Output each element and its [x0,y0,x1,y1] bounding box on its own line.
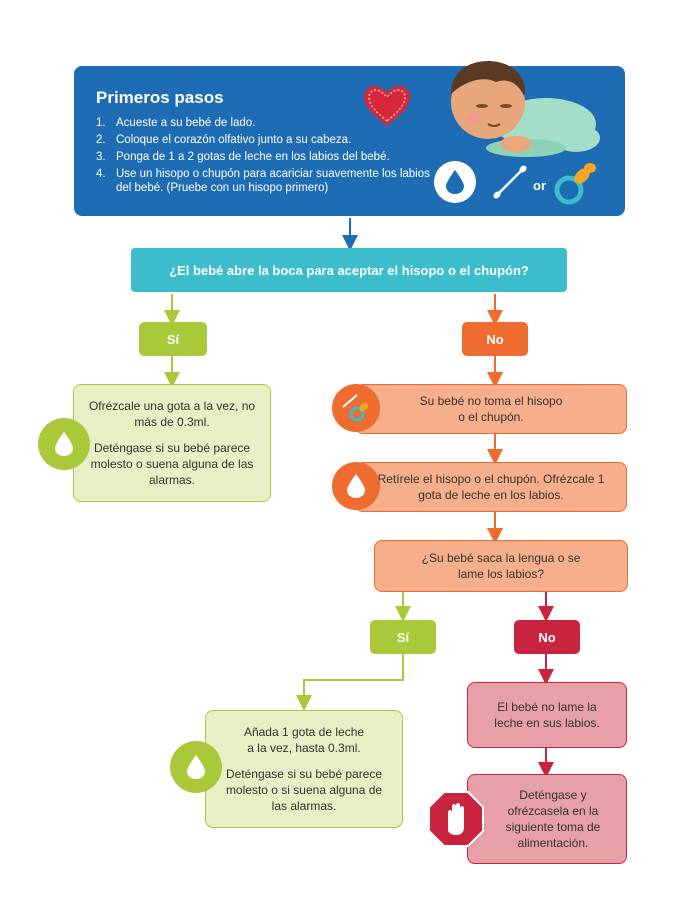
heart-icon [364,86,410,126]
offer-drop-box: Ofrézcale una gota a la vez, no más de 0… [73,384,271,502]
rejects-swab-text: Su bebé no toma el hisopo o el chupón. [419,394,563,424]
pacifier-icon [554,163,596,205]
step-number: 1. [96,117,106,129]
remove-swab-text: Retírele el hisopo o el chupón. Ofrézcal… [377,472,605,502]
no-lick-box: El bebé no lame la leche en sus labios. [467,682,627,748]
panel-title: Primeros pasos [96,88,224,107]
no-lick-text: El bebé no lame la leche en sus labios. [494,700,600,730]
remove-swab-box: Retírele el hisopo o el chupón. Ofrézcal… [355,462,627,512]
stop-offer-box: Deténgase y ofrézcasela en la siguiente … [467,774,627,864]
yes-label-2: Sí [370,620,436,654]
baby-illustration [451,61,600,157]
step-text: Coloque el corazón olfativo junto a su c… [116,134,352,146]
question-tongue-text: ¿Su bebé saca la lengua o se lame los la… [421,551,581,581]
add-drop-box: Añada 1 gota de leche a la vez, hasta 0.… [205,710,403,828]
add-drop-text: Añada 1 gota de leche a la vez, hasta 0.… [243,725,365,755]
milk-drop-icon [55,432,73,456]
step-2: 2. Coloque el corazón olfativo junto a s… [96,133,446,147]
rejects-swab-box: Su bebé no toma el hisopo o el chupón. [355,384,627,434]
first-steps-panel: Primeros pasos 1. Acueste a su bebé de l… [74,61,625,216]
step-3: 3. Ponga de 1 a 2 gotas de leche en los … [96,150,446,164]
stop-hand-icon [428,791,484,847]
offer-drop-text: Ofrézcale una gota a la vez, no más de 0… [88,399,256,429]
milk-drop-icon [187,755,205,779]
step-number: 2. [96,134,106,146]
or-label: or [533,178,546,193]
stop-warning-text: Deténgase si su bebé parece molesto o su… [90,441,254,487]
milk-drop-badge [38,418,90,470]
no-label-2: No [514,620,580,654]
step-text: Ponga de 1 a 2 gotas de leche en los lab… [116,151,390,163]
milk-drop-badge [170,741,222,793]
step-number: 3. [96,151,106,163]
swab-icon [493,165,527,199]
no-label: No [462,322,528,356]
milk-drop-icon [347,474,365,498]
step-text: Use un hisopo o chupón para acariciar su… [116,168,430,194]
step-number: 4. [96,168,106,180]
stop-warning-text-2: Deténgase si su bebé parece molesto o si… [225,767,383,813]
milk-drop-icon [446,170,464,194]
milk-drop-badge [332,462,380,510]
milk-drop-badge [434,161,476,203]
stop-offer-text: Deténgase y ofrézcasela en la siguiente … [505,788,601,850]
step-1: 1. Acueste a su bebé de lado. [96,116,446,130]
step-text: Acueste a su bebé de lado. [116,117,256,129]
question-tongue: ¿Su bebé saca la lengua o se lame los la… [374,540,628,592]
question-opens-mouth: ¿El bebé abre la boca para aceptar el hi… [131,248,567,292]
swab-pacifier-icon [342,394,369,422]
step-4: 4. Use un hisopo o chupón para acariciar… [96,167,446,195]
arrow-yes2-to-box [296,653,404,711]
swab-pacifier-badge [332,384,380,432]
yes-label: Sí [139,322,207,356]
